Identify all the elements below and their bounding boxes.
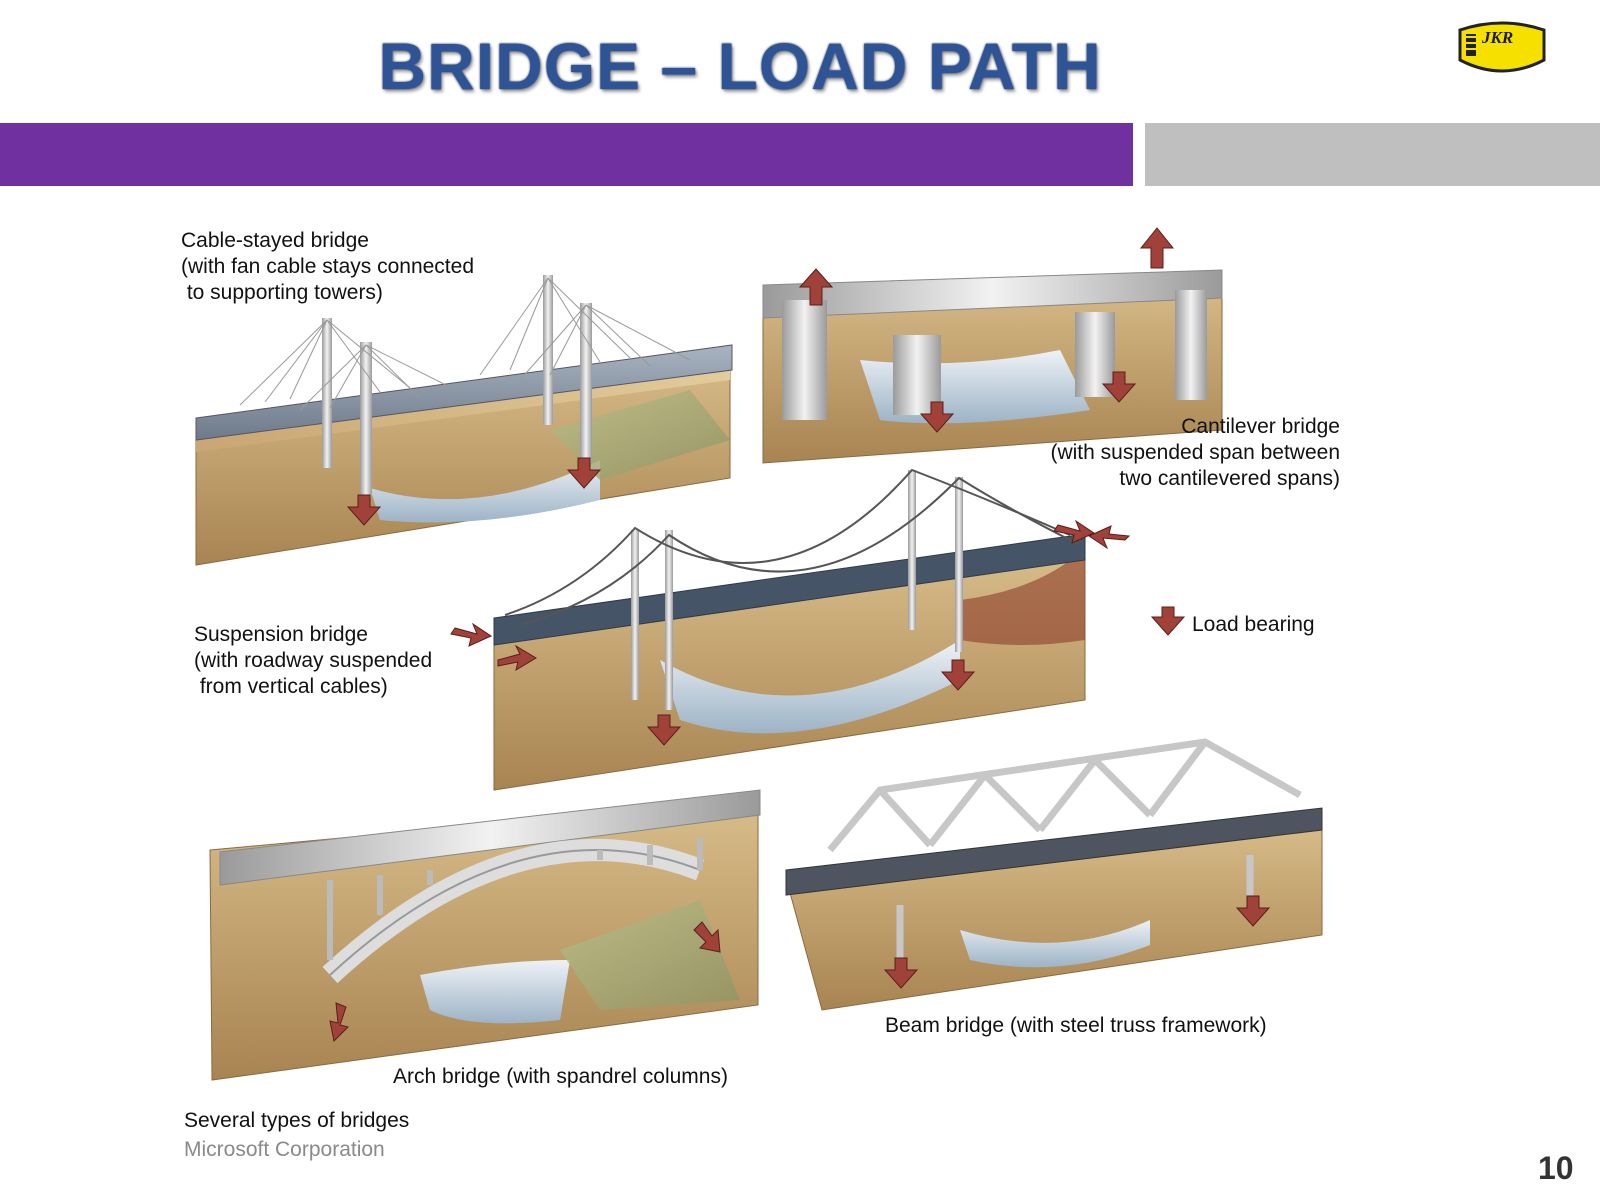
legend-arrow-icon [1150,606,1186,636]
diagram-credit: Microsoft Corporation [184,1138,385,1161]
suspension-bridge [450,468,1131,791]
diagram-caption: Several types of bridges [184,1109,410,1132]
title-band-gray [1145,123,1600,186]
suspension-label: Suspension bridge (with roadway suspende… [194,623,433,698]
slide-title: BRIDGE – LOAD PATH [378,29,1102,103]
arch-label: Arch bridge (with spandrel columns) [393,1065,728,1088]
page-number: 10 [1538,1150,1574,1186]
jkr-logo [1458,21,1546,73]
beam-label: Beam bridge (with steel truss framework) [885,1014,1267,1037]
cable-stayed-bridge [195,275,733,566]
arch-bridge [209,789,761,1081]
legend-label: Load bearing [1192,613,1315,636]
title-band-purple [0,123,1133,186]
cantilever-bridge [762,227,1223,464]
cantilever-label: Cantilever bridge (with suspended span b… [1050,415,1340,490]
logo-text: JKR [1482,28,1514,47]
cable-stayed-label: Cable-stayed bridge (with fan cable stay… [181,229,474,304]
beam-bridge [785,738,1323,1011]
